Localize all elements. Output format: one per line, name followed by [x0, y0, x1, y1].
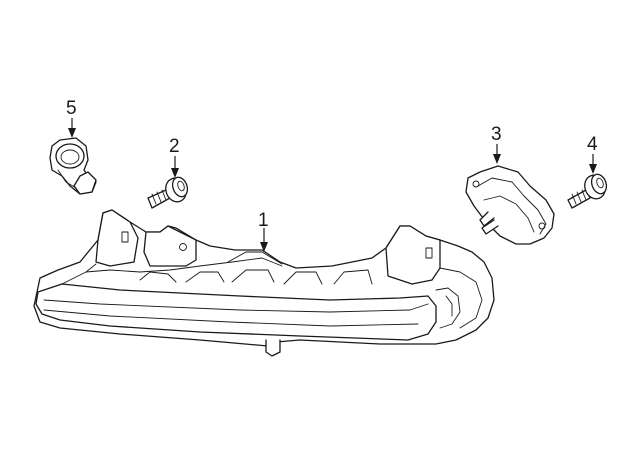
screw-2: [147, 176, 189, 209]
callout-2: 2: [169, 136, 180, 157]
callout-1: 1: [258, 210, 269, 231]
callout-3: 3: [491, 124, 502, 145]
leaders: [68, 118, 597, 252]
module-3: [465, 165, 555, 245]
lamp-assembly: [33, 209, 495, 357]
callout-5: 5: [66, 98, 77, 119]
screw-4: [567, 173, 608, 209]
socket-5: [49, 137, 97, 195]
callout-4: 4: [587, 134, 598, 155]
